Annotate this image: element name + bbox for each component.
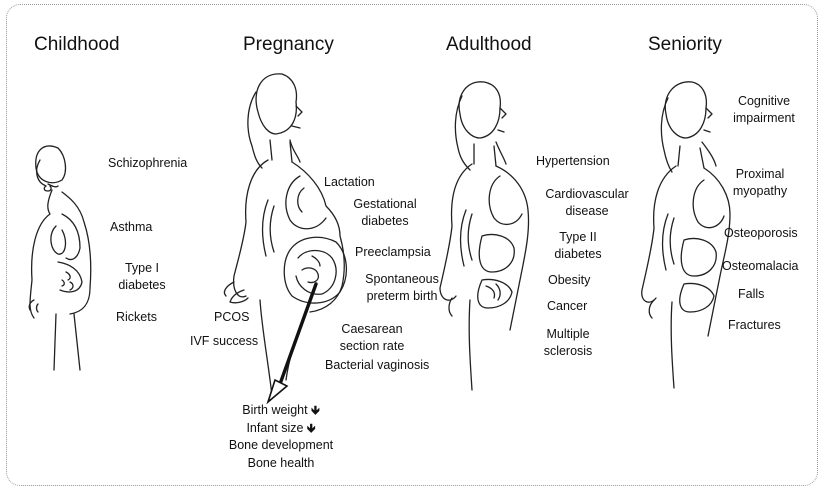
stage-title-pregnancy: Pregnancy	[243, 34, 334, 56]
child-figure	[29, 146, 91, 370]
condition-label: Multiple sclerosis	[538, 326, 598, 360]
outcome-bone-development: Bone development	[206, 437, 356, 455]
condition-label: Falls	[738, 286, 764, 303]
outcome-birth-weight: Birth weight 🡻	[206, 402, 356, 420]
condition-label: Type I diabetes	[116, 260, 168, 294]
condition-label: Spontaneous preterm birth	[357, 271, 447, 305]
decrease-arrow-icon: 🡻	[311, 403, 320, 417]
condition-label: Cancer	[547, 298, 587, 315]
condition-label: Fractures	[728, 317, 781, 334]
outcome-infant-size: Infant size 🡻	[206, 420, 356, 438]
condition-label: Cardiovascular disease	[540, 186, 634, 220]
condition-label: Osteoporosis	[724, 225, 798, 242]
condition-label: IVF success	[190, 333, 258, 350]
condition-label: PCOS	[214, 309, 249, 326]
condition-label: Rickets	[116, 309, 157, 326]
infant-outcomes-list: Birth weight 🡻 Infant size 🡻 Bone develo…	[206, 402, 356, 472]
decrease-arrow-icon: 🡻	[307, 421, 316, 435]
stage-title-seniority: Seniority	[648, 34, 722, 56]
condition-label: Obesity	[548, 272, 590, 289]
condition-label: Hypertension	[536, 153, 610, 170]
senior-figure	[642, 82, 730, 388]
condition-label: Osteomalacia	[722, 258, 798, 275]
outcome-bone-health: Bone health	[206, 455, 356, 473]
stage-title-adulthood: Adulthood	[446, 34, 532, 56]
condition-label: Gestational diabetes	[344, 196, 426, 230]
condition-label: Proximal myopathy	[728, 166, 792, 200]
condition-label: Asthma	[110, 219, 152, 236]
condition-label: Schizophrenia	[108, 155, 187, 172]
adult-figure	[440, 82, 529, 390]
stage-title-childhood: Childhood	[34, 34, 120, 56]
condition-label: Cognitive impairment	[728, 93, 800, 127]
fetus-outcome-arrow	[268, 284, 316, 402]
condition-label: Lactation	[324, 174, 375, 191]
condition-label: Bacterial vaginosis	[325, 357, 429, 374]
condition-label: Preeclampsia	[355, 244, 431, 261]
condition-label: Type II diabetes	[550, 229, 606, 263]
condition-label: Caesarean section rate	[330, 321, 414, 355]
